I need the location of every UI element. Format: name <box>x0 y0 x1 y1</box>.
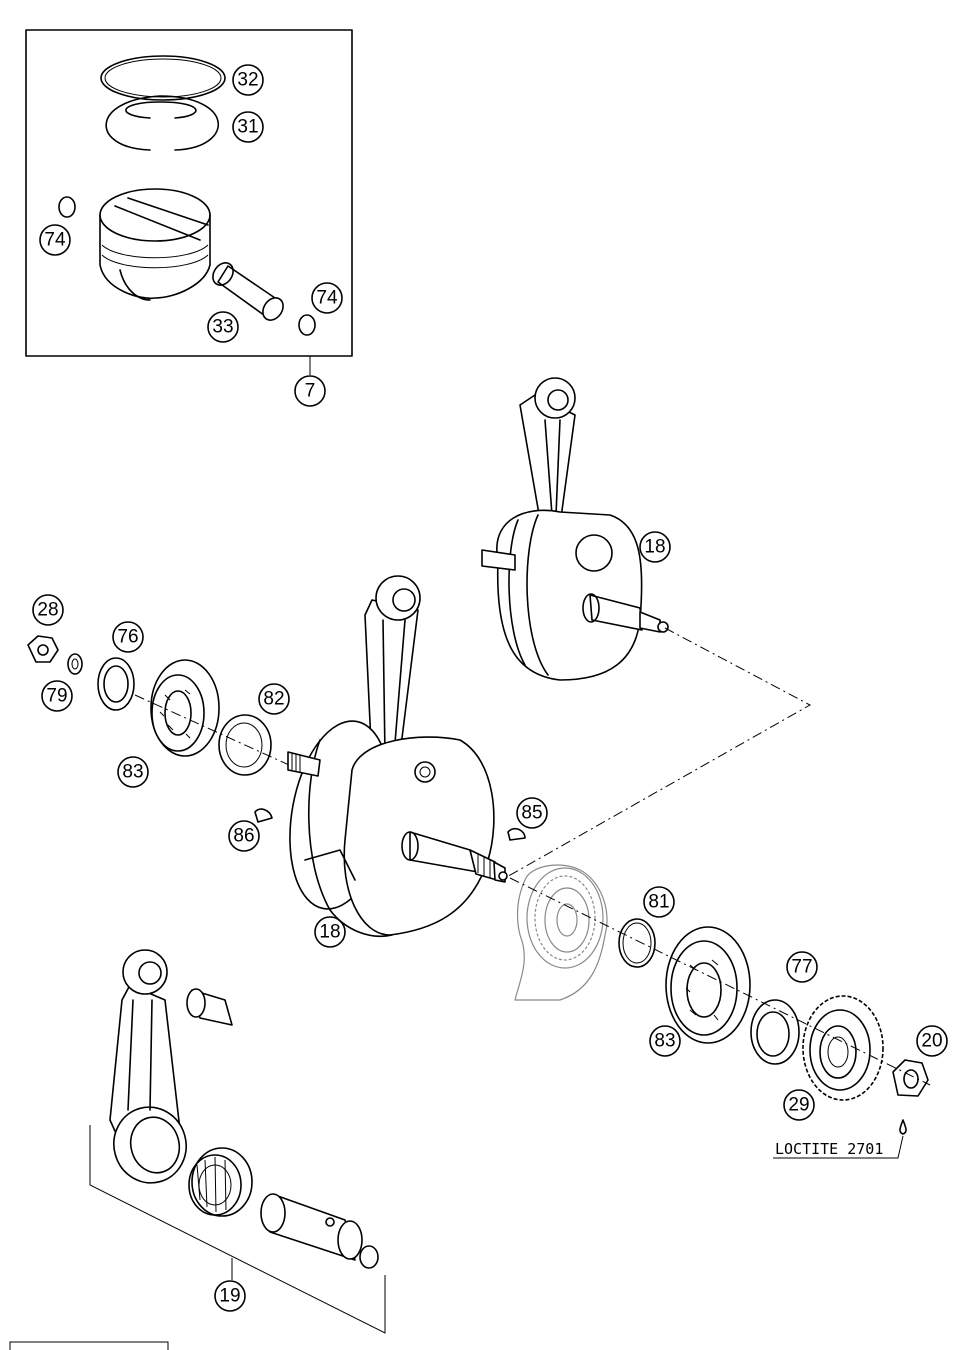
left-bearing-stack <box>27 635 273 823</box>
svg-text:83: 83 <box>654 1031 675 1052</box>
piston-kit-group: 32 31 74 74 33 7 <box>25 29 353 407</box>
callout-77: 77 <box>786 951 818 983</box>
callout-19: 19 <box>214 1280 246 1312</box>
washer <box>67 653 83 675</box>
svg-text:33: 33 <box>212 317 233 338</box>
callout-79: 79 <box>41 680 73 712</box>
woodruff-key-left <box>254 808 273 823</box>
corner-frame <box>9 1341 169 1350</box>
svg-text:74: 74 <box>316 288 338 309</box>
callout-83: 83 <box>117 756 149 788</box>
balancer-gear-reference <box>514 864 608 1001</box>
circlip-right <box>298 314 316 336</box>
crank-pin <box>260 1193 363 1261</box>
callout-74: 74 <box>39 224 71 256</box>
crankshaft-upper: 18 <box>481 377 671 681</box>
thrust-washer <box>359 1245 379 1269</box>
svg-text:86: 86 <box>233 826 254 847</box>
piston-ring-32 <box>100 55 226 101</box>
callout-81: 81 <box>643 886 675 918</box>
callout-29: 29 <box>783 1089 815 1121</box>
main-bearing-left <box>150 659 220 757</box>
svg-text:77: 77 <box>791 957 812 978</box>
piston-kit-frame <box>25 29 353 357</box>
right-bearing-stack <box>618 918 929 1135</box>
svg-text:76: 76 <box>117 627 138 648</box>
callout-76: 76 <box>112 621 144 653</box>
svg-text:18: 18 <box>319 922 340 943</box>
callout-85: 85 <box>516 797 548 829</box>
woodruff-key-right <box>507 827 526 841</box>
shaft-seal-right <box>750 999 800 1065</box>
callout-32: 32 <box>232 64 264 96</box>
loctite-drop-icon <box>899 1119 907 1135</box>
crankshaft-main <box>287 575 526 937</box>
main-bearing-right <box>665 926 751 1044</box>
callout-28: 28 <box>32 594 64 626</box>
svg-text:20: 20 <box>921 1031 942 1052</box>
piston-ring-31 <box>105 95 219 151</box>
shaft-seal <box>97 657 135 711</box>
callout-20: 20 <box>916 1025 948 1057</box>
svg-text:81: 81 <box>648 892 669 913</box>
svg-text:7: 7 <box>305 381 316 402</box>
svg-text:18: 18 <box>644 537 665 558</box>
svg-text:85: 85 <box>521 803 542 824</box>
piston <box>99 188 211 301</box>
nut <box>27 635 59 663</box>
conrod-kit-group <box>89 949 386 1334</box>
svg-text:83: 83 <box>122 762 143 783</box>
primary-gear <box>802 995 884 1101</box>
centerline-upper <box>504 627 812 879</box>
callout-7: 7 <box>294 375 326 407</box>
callout-18: 18 <box>639 531 671 563</box>
small-end-bush <box>186 988 233 1026</box>
needle-bearing <box>188 1147 253 1217</box>
svg-text:29: 29 <box>788 1095 809 1116</box>
svg-text:32: 32 <box>237 70 258 91</box>
loctite-note: LOCTITE 2701 <box>775 1140 883 1158</box>
callout-31: 31 <box>232 111 264 143</box>
svg-text:82: 82 <box>263 689 284 710</box>
shim <box>218 714 272 776</box>
gear-nut <box>892 1059 929 1097</box>
circlip-left <box>58 196 76 218</box>
callout-74: 74 <box>311 282 343 314</box>
callout-33: 33 <box>207 311 239 343</box>
callout-18: 18 <box>314 916 346 948</box>
piston-pin <box>212 262 284 321</box>
circlip-81 <box>618 918 656 968</box>
svg-text:28: 28 <box>37 600 58 621</box>
callout-86: 86 <box>228 820 260 852</box>
callout-83: 83 <box>649 1025 681 1057</box>
svg-text:31: 31 <box>237 117 258 138</box>
svg-text:79: 79 <box>46 686 67 707</box>
svg-text:19: 19 <box>219 1286 240 1307</box>
callout-82: 82 <box>258 683 290 715</box>
svg-text:74: 74 <box>44 230 66 251</box>
